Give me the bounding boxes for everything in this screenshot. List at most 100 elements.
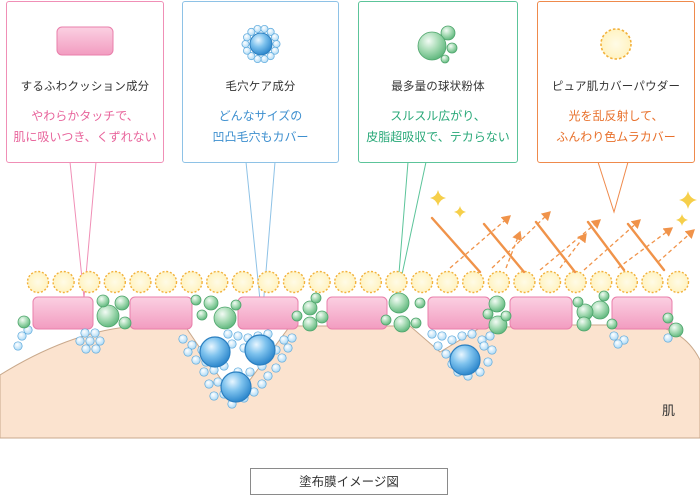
cover-powder-particle (666, 270, 690, 294)
small-pore-care-particle (433, 341, 443, 351)
icon-small-particle (253, 55, 262, 64)
small-pore-care-particle (204, 379, 214, 389)
cover-powder-particle (180, 270, 203, 294)
diagram-caption: 塗布膜イメージ図 (250, 468, 448, 495)
small-pore-care-particle (223, 329, 233, 339)
small-pore-care-particle (485, 331, 495, 341)
cover-powder-particle (77, 270, 101, 294)
spherical-powder-particle (17, 315, 31, 329)
small-pore-care-particle (75, 336, 85, 346)
small-pore-care-particle (183, 347, 193, 357)
scattered-light-ray (657, 229, 695, 263)
icon-small-particle (242, 46, 251, 55)
spherical-powder-particle (500, 310, 512, 322)
card-spherical-powder: 最多量の球状粉体 スルスル広がり、 皮脂超吸収で、テカらない (358, 1, 518, 163)
cover-powder-particle (359, 270, 382, 294)
cover-powder-layer (26, 270, 690, 294)
cover-powder-particle (436, 270, 459, 294)
cover-powder-particle (154, 270, 178, 294)
icon-small-particle (270, 33, 279, 42)
small-pore-care-particle (17, 331, 27, 341)
icon-small-particle (272, 40, 280, 48)
icon-small-particle (259, 24, 268, 33)
small-pore-care-particle (91, 344, 101, 354)
small-pore-care-particle (613, 339, 623, 349)
spherical-powder-particle (96, 304, 120, 328)
small-pore-care-particle (90, 328, 100, 338)
incoming-light-ray (626, 222, 666, 272)
card-title: 毛穴ケア成分 (225, 79, 296, 93)
small-pore-care-particle (475, 367, 485, 377)
cover-powder-particle (538, 270, 562, 294)
small-pore-care-particle (199, 367, 209, 377)
spherical-powder-particle (196, 309, 208, 321)
cushion-block (427, 296, 491, 330)
card-title: 最多量の球状粉体 (391, 79, 485, 93)
spherical-powder-particle (606, 318, 618, 330)
scattered-light-ray (449, 215, 511, 269)
spherical-powder-particle (576, 316, 592, 332)
cover-powder-particle (282, 270, 306, 294)
cover-powder-particle (513, 270, 536, 294)
spherical-powder-particle (230, 299, 242, 311)
small-pore-care-particle (245, 367, 255, 377)
cover-powder-particle (385, 270, 408, 294)
card-pore-care-ingredient: 毛穴ケア成分 どんなサイズの 凹凸毛穴もカバー (182, 1, 339, 163)
spherical-powder-particle (414, 297, 426, 309)
callout-pointer (597, 161, 629, 214)
sparkle-icons (430, 190, 697, 226)
small-pore-care-particle (95, 336, 105, 346)
pink-cushion-icon (55, 24, 115, 62)
icon-small-particle (241, 40, 249, 48)
spherical-powder-particle (668, 322, 684, 338)
cushion-block (237, 296, 299, 330)
sparkle-icon (430, 190, 446, 206)
green-spherical-powder-icon (414, 24, 462, 68)
spherical-powder-particle (662, 312, 674, 324)
card-description: スルスル広がり、 皮脂超吸収で、テカらない (366, 109, 510, 144)
small-pore-care-particle (437, 331, 447, 341)
spherical-powder-particle (302, 316, 318, 332)
small-pore-care-particle (447, 335, 457, 345)
cushion-block (509, 296, 573, 330)
card-title: するふわクッション成分 (20, 79, 150, 93)
incoming-light-ray (534, 220, 577, 274)
scattered-light-ray (491, 211, 551, 269)
cushion-layer (32, 296, 673, 330)
pore-care-particle (449, 344, 481, 376)
small-pore-care-particle (487, 345, 497, 355)
spherical-powder-particle (213, 306, 237, 330)
card-description: どんなサイズの 凹凸毛穴もカバー (212, 109, 309, 144)
scattered-light-ray (583, 219, 641, 271)
sparkle-icon (676, 214, 688, 226)
small-pore-care-particle (609, 331, 619, 341)
icon-small-particle (266, 27, 275, 36)
small-pore-care-particle (467, 329, 477, 339)
small-pore-care-particle (479, 341, 489, 351)
cover-powder-particle (308, 270, 331, 294)
spherical-powder-particle (203, 295, 219, 311)
scattered-light-ray (539, 219, 601, 271)
small-pore-care-particle (257, 379, 267, 389)
spherical-powder-particle (590, 300, 610, 320)
spherical-powder-particle (315, 310, 329, 324)
spherical-powder-particle (190, 294, 202, 306)
icon-small-particle (266, 52, 275, 61)
pore-care-particle (199, 336, 231, 368)
cushion-block (129, 296, 193, 330)
spherical-powder-particle (114, 295, 130, 311)
blue-pore-care-particle-icon (239, 24, 283, 68)
spherical-powder-particle (482, 308, 494, 320)
icon-small-particle (253, 24, 262, 33)
cover-powder-particle (52, 270, 75, 294)
small-pore-care-particle (233, 331, 243, 341)
small-pore-care-particle (663, 333, 673, 343)
cover-powder-particle (257, 270, 280, 294)
small-pore-care-particle (263, 371, 273, 381)
small-pore-care-particle (457, 331, 467, 341)
spherical-powder-particle (96, 294, 110, 308)
spherical-powder-particle (393, 315, 411, 333)
spherical-powder-particle (388, 292, 410, 314)
cover-powder-particle (615, 270, 638, 294)
